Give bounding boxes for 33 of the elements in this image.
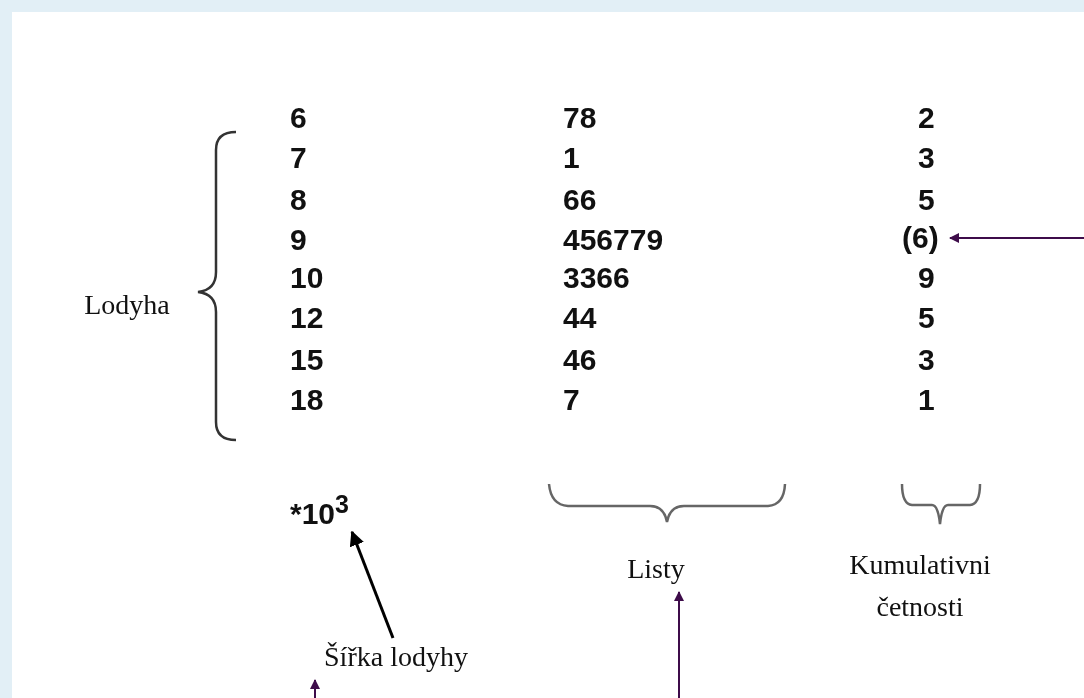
table-value: 7 (290, 142, 307, 174)
table-value: 1 (918, 384, 935, 416)
table-value: 3366 (563, 262, 630, 294)
table-value: 5 (918, 302, 935, 334)
table-value: 3 (918, 344, 935, 376)
text-label: (6) (902, 222, 948, 254)
table-value: 8 (290, 184, 307, 216)
table-value: 6 (290, 102, 307, 134)
text-label: Šířka lodyhy (300, 636, 492, 678)
table-value: 44 (563, 302, 597, 334)
table-value: 15 (290, 344, 324, 376)
table-value: 10 (290, 262, 324, 294)
text-label: *10$^{3}$ (290, 488, 354, 530)
table-value: 9 (918, 262, 935, 294)
text-label: Kumulativni četnosti (820, 544, 1020, 628)
table-value: 2 (918, 102, 935, 134)
table-value: 456779 (563, 224, 664, 256)
table-value: 46 (563, 344, 597, 376)
table-value: 78 (563, 102, 597, 134)
arrow (310, 679, 320, 698)
table-value: 9 (290, 224, 307, 256)
table-value: 18 (290, 384, 324, 416)
table-value: 7 (563, 384, 580, 416)
text-label: Lodyha (62, 284, 192, 326)
arrow (674, 591, 684, 698)
arrow (349, 530, 395, 639)
table-value: 66 (563, 184, 597, 216)
table-value: 5 (918, 184, 935, 216)
table-value: 1 (563, 142, 580, 174)
text-label: Listy (610, 548, 702, 590)
arrow (949, 233, 1084, 243)
table-value: 12 (290, 302, 324, 334)
table-value: 3 (918, 142, 935, 174)
